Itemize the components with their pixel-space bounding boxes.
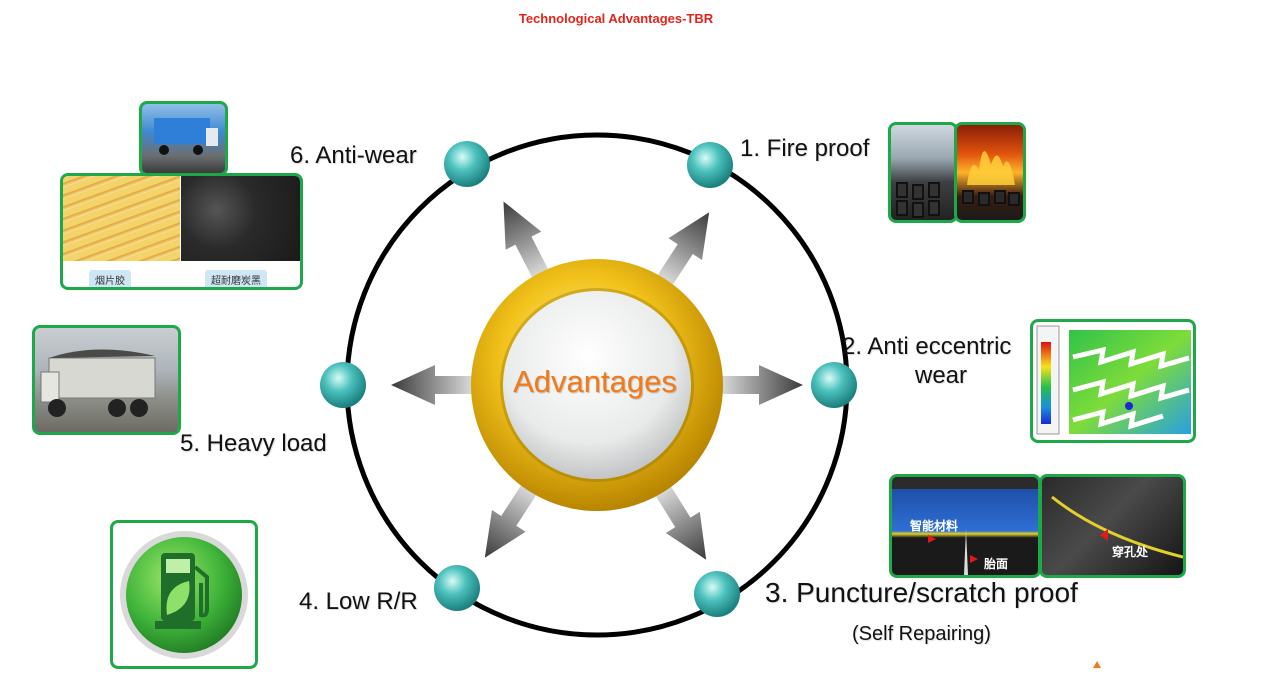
center-label: Advantages — [513, 364, 677, 399]
arrow-left — [391, 365, 479, 405]
fire-proof-flame-image — [954, 122, 1026, 223]
anti-wear-truck-image — [139, 101, 228, 176]
label-anti-wear: 6. Anti-wear — [290, 142, 417, 169]
green-fuel-pump-icon — [120, 531, 248, 659]
carbon-black-image — [181, 176, 300, 261]
fire-proof-smoke-image — [888, 122, 958, 223]
label-heavy-load: 5. Heavy load — [180, 430, 327, 457]
puncture-curve-icon — [1051, 495, 1183, 559]
center-inner-disc — [503, 291, 691, 479]
arrow-upper-left — [503, 201, 552, 284]
caption-smart-material: 智能材料 — [910, 519, 959, 533]
label-anti-eccentric-line1: 2. Anti eccentric — [842, 333, 1012, 360]
node-heavy-load — [320, 362, 366, 408]
corner-marker — [1093, 661, 1101, 668]
wear-simulation-image — [1030, 319, 1196, 443]
label-self-repairing: (Self Repairing) — [852, 623, 991, 645]
caption-smoked-sheet: 烟片胶 — [89, 270, 131, 287]
flame-icon — [962, 151, 1020, 206]
label-low-rr: 4. Low R/R — [299, 588, 418, 615]
arrow-marks-icon — [928, 529, 978, 575]
caption-tread: 胎面 — [984, 557, 1009, 571]
caption-carbon-black: 超耐磨炭黑 — [205, 270, 267, 287]
puncture-hole-image: 穿孔处 — [1039, 474, 1186, 578]
arrow-lower-left — [484, 479, 541, 558]
truck-icon — [154, 118, 218, 155]
heavy-load-truck-image — [32, 325, 181, 435]
dump-truck-icon — [40, 349, 156, 417]
node-puncture — [694, 571, 740, 617]
page-title: Technological Advantages-TBR — [518, 11, 714, 26]
arrow-lower-right — [651, 480, 707, 560]
arrow-right — [715, 365, 803, 405]
node-anti-eccentric — [811, 362, 857, 408]
caption-puncture-hole: 穿孔处 — [1112, 545, 1149, 559]
heatmap-icon — [1036, 325, 1191, 435]
label-fire-proof: 1. Fire proof — [740, 135, 870, 162]
puncture-smart-material-image: 智能材料 胎面 — [889, 474, 1041, 578]
low-rr-image — [110, 520, 258, 669]
node-fire-proof — [687, 142, 733, 188]
anti-wear-materials-image: 烟片胶 超耐磨炭黑 — [60, 173, 303, 290]
label-anti-eccentric-line2: wear — [915, 362, 968, 389]
arrow-upper-right — [653, 212, 710, 291]
tire-tread-icon — [896, 182, 940, 218]
node-anti-wear — [444, 141, 490, 187]
node-low-rr — [434, 565, 480, 611]
rubber-strips-image — [63, 176, 180, 261]
label-puncture: 3. Puncture/scratch proof — [765, 577, 1078, 608]
